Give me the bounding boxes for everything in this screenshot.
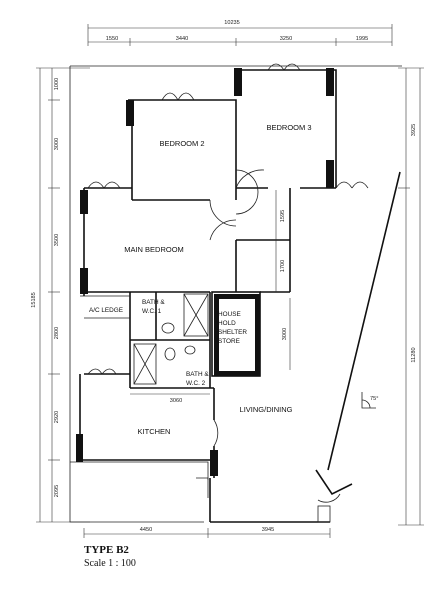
top-dimension-lines: 10235 1550 3440 3250 1995 <box>87 20 393 46</box>
walls <box>79 69 401 523</box>
room-labels: BEDROOM 2 BEDROOM 3 MAIN BEDROOM A/C LED… <box>89 123 312 436</box>
top-dim-4: 1995 <box>356 36 368 42</box>
ac-ledge-label: A/C LEDGE <box>89 307 123 314</box>
top-dim-2: 3440 <box>176 36 188 42</box>
top-dim-3: 3250 <box>280 36 292 42</box>
doors <box>196 169 265 498</box>
right-dimension-lines: 3925 11280 <box>398 67 424 526</box>
bedroom-3-label: BEDROOM 3 <box>266 123 311 132</box>
left-dim-6: 2095 <box>54 485 60 497</box>
bath-2-label-a: BATH & <box>186 371 209 378</box>
structural-columns <box>76 68 334 476</box>
windows <box>87 63 369 375</box>
shelter-label-b: HOLD <box>218 320 236 327</box>
inner-dim-1700: 1700 <box>280 260 286 272</box>
left-dim-3: 3500 <box>54 234 60 246</box>
top-dim-1: 1550 <box>106 36 118 42</box>
bottom-dim-1: 4450 <box>140 527 152 533</box>
left-dim-4: 2800 <box>54 327 60 339</box>
overall-width-dim: 10235 <box>224 20 240 26</box>
left-dimension-lines: 15185 1000 3000 3500 2800 2920 2095 <box>31 67 90 523</box>
left-total-dim: 15185 <box>31 292 37 308</box>
shelter-label-a: HOUSE <box>218 311 241 318</box>
bath-2-label-b: W.C. 2 <box>186 380 206 387</box>
shelter-label-c: SHELTER <box>218 329 247 336</box>
main-bedroom-label: MAIN BEDROOM <box>124 245 184 254</box>
angle-label: 75° <box>370 396 378 402</box>
kitchen-dim: 3060 <box>170 398 182 404</box>
bath-1-label-b: W.C. 1 <box>142 308 162 315</box>
bottom-dimension-lines: 4450 3945 <box>83 527 331 538</box>
left-dim-2: 3000 <box>54 138 60 150</box>
bottom-dim-2: 3945 <box>262 527 274 533</box>
inner-dim-3000: 3000 <box>282 328 288 340</box>
right-dim-2: 11280 <box>411 347 417 362</box>
plan-scale: Scale 1 : 100 <box>84 558 136 569</box>
inner-dimensions: 1595 1700 3000 3060 <box>130 190 291 404</box>
right-dim-1: 3925 <box>411 124 417 136</box>
inner-dim-1595: 1595 <box>280 210 286 222</box>
left-dim-5: 2920 <box>54 411 60 423</box>
bath-1-label-a: BATH & <box>142 299 165 306</box>
angle-marker: 75° <box>361 392 378 409</box>
outer-boundary <box>69 65 402 523</box>
bedroom-2-label: BEDROOM 2 <box>159 139 204 148</box>
shelter-label-d: STORE <box>218 338 240 345</box>
plan-type-title: TYPE B2 <box>84 544 129 556</box>
main-entry <box>315 469 353 523</box>
kitchen-label: KITCHEN <box>138 427 171 436</box>
left-dim-1: 1000 <box>54 78 60 90</box>
bath-fixtures <box>133 293 209 385</box>
living-dining-label: LIVING/DINING <box>240 405 293 414</box>
